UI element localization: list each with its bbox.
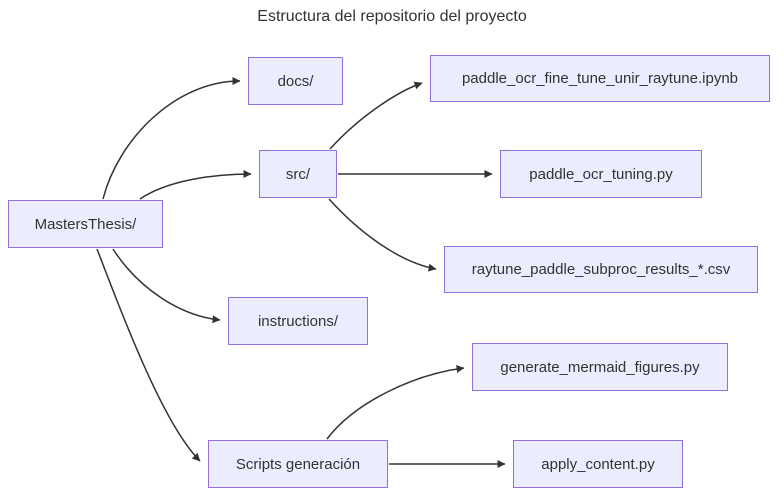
- node-label: apply_content.py: [541, 455, 655, 473]
- edge-src-to-csv: [328, 198, 437, 272]
- node-instructions: instructions/: [228, 297, 368, 345]
- node-label: paddle_ocr_tuning.py: [529, 165, 673, 183]
- node-paddle-ocr-tuning-py: paddle_ocr_tuning.py: [500, 150, 702, 198]
- node-label: MastersThesis/: [34, 215, 137, 233]
- node-generate-mermaid-figures-py: generate_mermaid_figures.py: [472, 343, 728, 391]
- edge-masters-to-instructions: [112, 248, 221, 324]
- node-raytune-results-csv: raytune_paddle_subproc_results_*.csv: [444, 246, 758, 293]
- edge-scripts-to-generate: [326, 364, 465, 440]
- node-label: raytune_paddle_subproc_results_*.csv: [471, 261, 731, 278]
- node-label: Scripts generación: [235, 455, 361, 473]
- node-masters-thesis: MastersThesis/: [8, 200, 163, 248]
- node-paddle-ocr-fine-tune-notebook: paddle_ocr_fine_tune_unir_raytune.ipynb: [430, 55, 770, 102]
- node-label: instructions/: [257, 312, 339, 330]
- node-label: generate_mermaid_figures.py: [500, 358, 700, 376]
- edge-src-to-ipynb: [329, 81, 423, 150]
- diagram-title: Estructura del repositorio del proyecto: [257, 8, 527, 25]
- node-label: paddle_ocr_fine_tune_unir_raytune.ipynb: [461, 70, 739, 87]
- node-apply-content-py: apply_content.py: [513, 440, 683, 488]
- edge-masters-to-src: [139, 170, 252, 200]
- edge-masters-to-scripts: [96, 248, 201, 462]
- node-src: src/: [259, 150, 337, 198]
- node-scripts-generacion: Scripts generación: [208, 440, 388, 488]
- node-docs: docs/: [248, 57, 343, 105]
- node-label: docs/: [277, 72, 314, 90]
- node-label: src/: [285, 165, 311, 183]
- edge-masters-to-docs: [102, 77, 241, 200]
